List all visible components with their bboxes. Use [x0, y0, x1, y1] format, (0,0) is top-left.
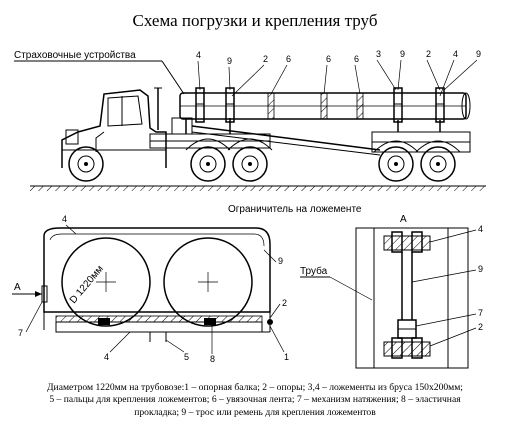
callout-number: 1: [284, 352, 289, 362]
callout-number: 6: [326, 54, 331, 64]
callout-number: 9: [227, 56, 232, 66]
view-a-arrow-label: А: [14, 282, 21, 293]
section-callouts: 4 9 7 2 4 5 8 1: [18, 214, 289, 364]
callout-number: 9: [476, 49, 481, 59]
cross-section-view: D 1220мм А 4 9 7 2 4 5 8 1: [12, 214, 289, 364]
callout-number: 2: [282, 298, 287, 308]
callout-number: 4: [453, 49, 458, 59]
callout-number: 4: [196, 50, 201, 60]
callout-number: 5: [184, 352, 189, 362]
callout-number: 4: [478, 224, 483, 234]
callout-number: 2: [263, 54, 268, 64]
callout-number: 9: [400, 49, 405, 59]
pipe-diameter-label: D 1220мм: [68, 264, 106, 306]
callout-number: 4: [62, 214, 67, 224]
view-a-label: А: [400, 214, 407, 225]
callout-number: 9: [278, 256, 283, 266]
limiter-label: Ограничитель на ложементе: [228, 204, 362, 215]
callout-number: 3: [376, 49, 381, 59]
callout-number: 2: [426, 49, 431, 59]
callout-number: 7: [18, 328, 23, 338]
safety-devices-label: Страховочные устройства: [14, 50, 136, 61]
truck-side-view: Страховочные устройства 4 9 2 6 6 6 3 9 …: [14, 49, 486, 191]
caption-line: Диаметром 1220мм на трубовозе:1 – опорна…: [47, 382, 463, 393]
callout-number: 6: [354, 54, 359, 64]
detail-callouts: 4 9 7 2: [478, 224, 483, 332]
pipe-label: Труба: [300, 265, 328, 277]
diagram-title: Схема погрузки и крепления труб: [133, 11, 378, 30]
diagram-caption: Диаметром 1220мм на трубовозе:1 – опорна…: [2, 382, 508, 419]
callout-number: 8: [210, 354, 215, 364]
callout-number: 2: [478, 322, 483, 332]
callout-number: 7: [478, 308, 483, 318]
caption-line: прокладка; 9 – трос или ремень для крепл…: [134, 406, 376, 418]
callout-number: 6: [286, 54, 291, 64]
caption-line: 5 – пальцы для крепления ложементов; 6 –…: [49, 394, 461, 406]
detail-a-view: Ограничитель на ложементе А Труба 4 9 7 …: [228, 204, 483, 369]
truck-callouts: 4 9 2 6 6 6 3 9 2 4 9: [196, 49, 481, 66]
callout-number: 4: [104, 352, 109, 362]
callout-number: 9: [478, 264, 483, 274]
